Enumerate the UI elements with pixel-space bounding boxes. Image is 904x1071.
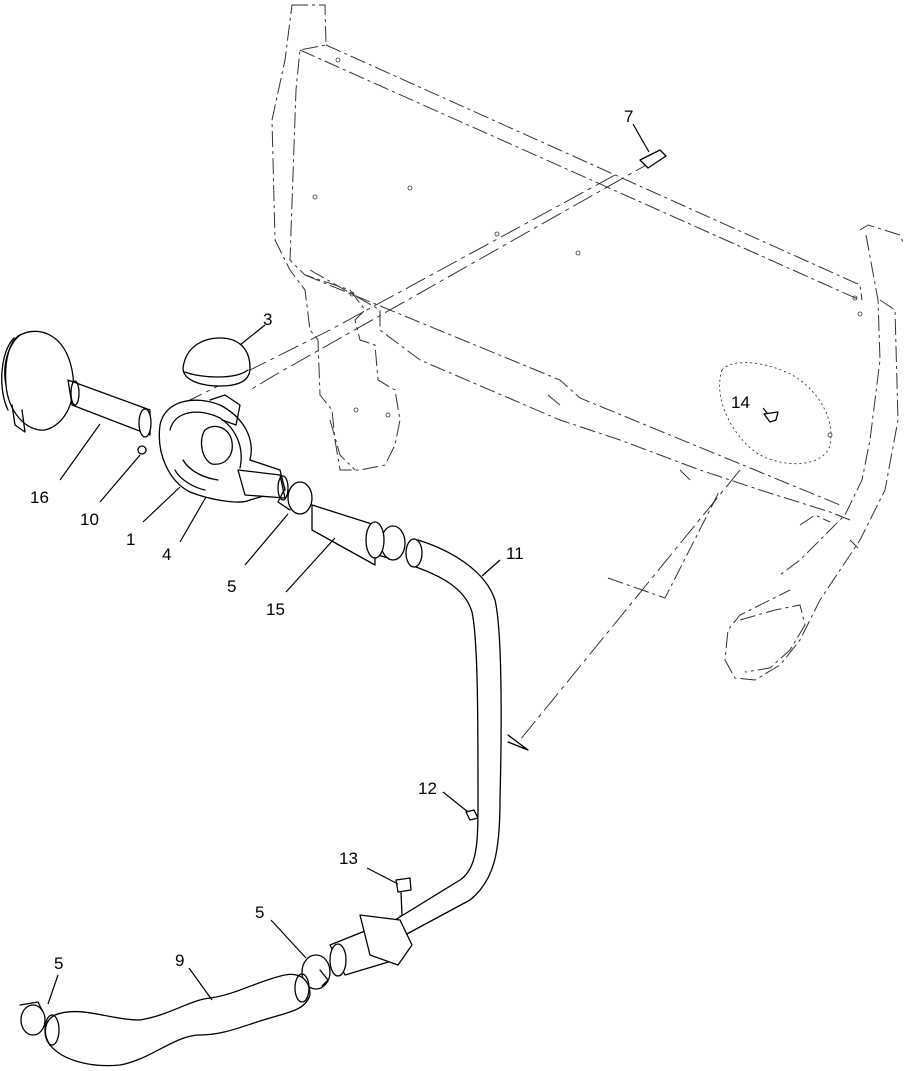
callout-labels: 7 3 14 16 10 1 4 5 15 11 12 13 5 9 5 — [30, 107, 750, 973]
callout-15: 15 — [266, 600, 285, 619]
rivet-part-14 — [763, 411, 779, 423]
callout-1: 1 — [126, 530, 135, 549]
callout-5-end: 5 — [54, 954, 63, 973]
hose-clamp-end — [19, 1001, 46, 1036]
bolt-part-13 — [395, 877, 412, 916]
callout-16: 16 — [30, 488, 49, 507]
tube-part-11 — [329, 538, 529, 977]
callout-leaders — [47, 123, 769, 1005]
bolt-part-12 — [465, 809, 479, 821]
callout-7: 9 — [175, 951, 184, 970]
nut-part-10 — [137, 445, 147, 455]
bolt-part-9 — [639, 149, 667, 169]
callout-5-lower: 5 — [255, 903, 264, 922]
hose-part-15 — [311, 504, 385, 566]
callout-13: 13 — [339, 849, 358, 868]
callout-9: 7 — [624, 107, 633, 126]
callout-10: 10 — [80, 510, 99, 529]
phantom-frame-panel — [271, 4, 904, 681]
callout-14: 14 — [731, 393, 750, 412]
pump-housing — [158, 394, 289, 503]
callout-5-upper: 5 — [227, 577, 236, 596]
callout-3: 3 — [263, 310, 272, 329]
hose-clamp-upper — [277, 481, 313, 515]
callout-11: 11 — [506, 544, 524, 563]
hose-clamp-lower — [301, 954, 331, 990]
air-cleaner-assembly — [1, 330, 152, 438]
cap-part-3 — [182, 337, 251, 387]
callout-4: 4 — [162, 545, 171, 564]
callout-12: 12 — [418, 779, 437, 798]
hose-part-7 — [44, 973, 311, 1067]
assembly-centerlines — [169, 159, 741, 941]
